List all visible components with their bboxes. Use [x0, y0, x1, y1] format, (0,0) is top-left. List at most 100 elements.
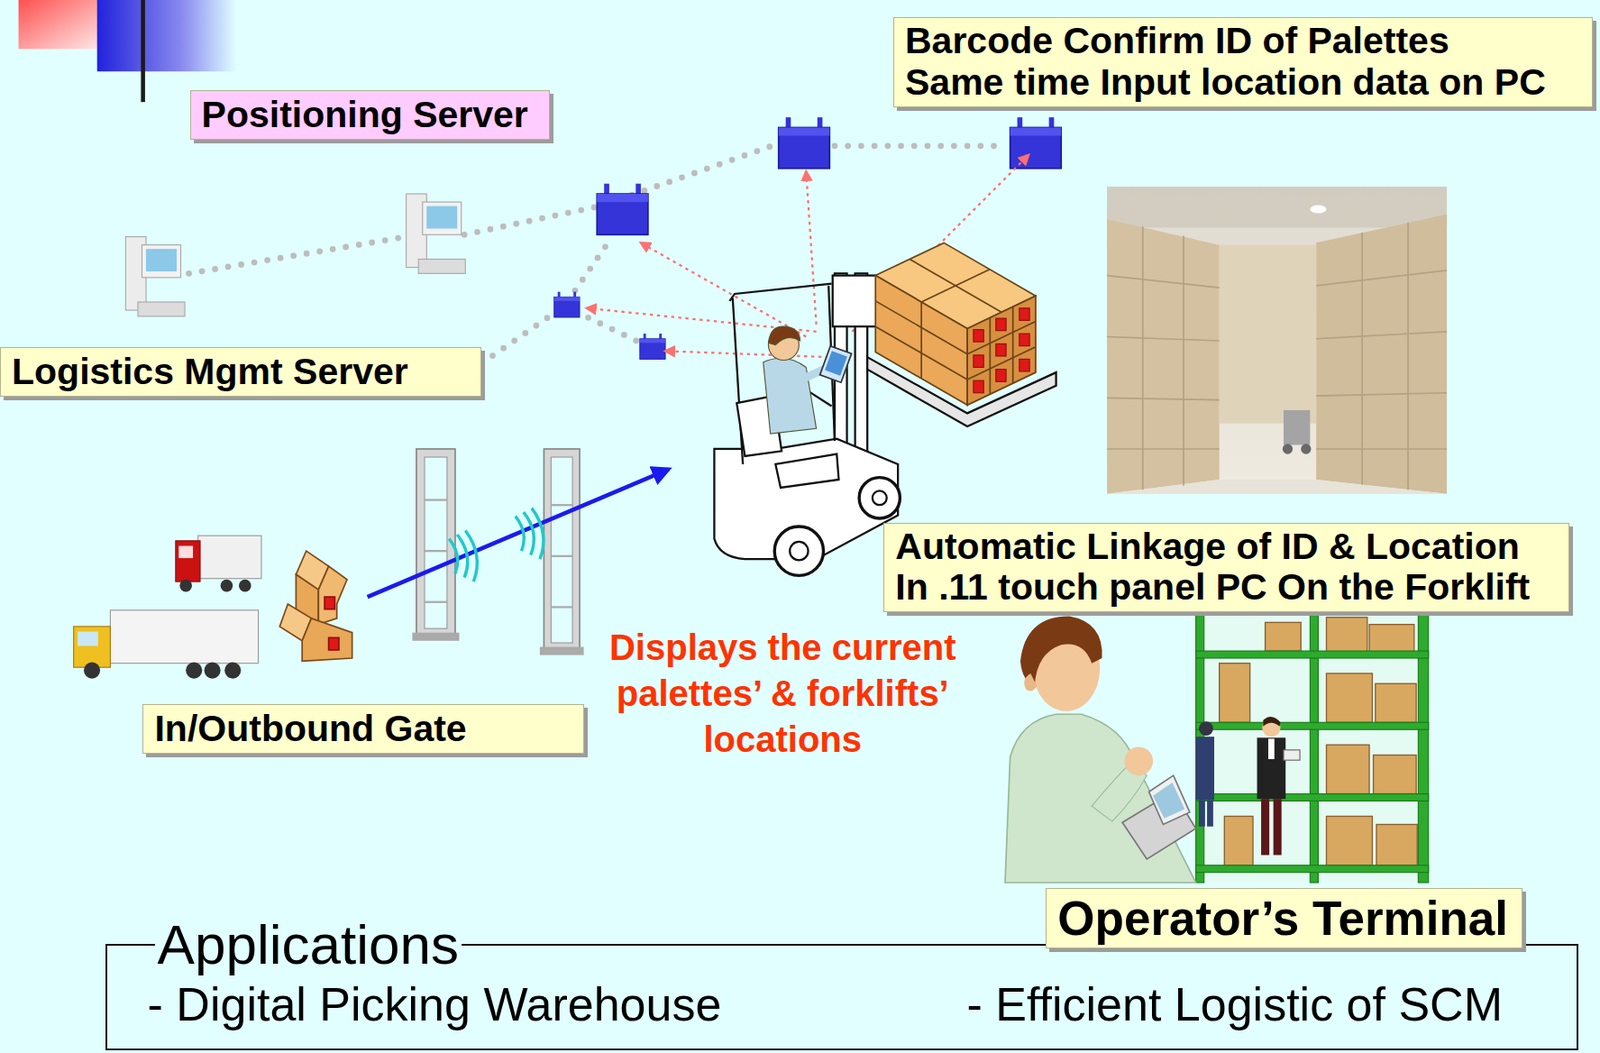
forklift [775, 454, 839, 488]
application-item: - Digital Picking Warehouse [145, 978, 725, 1033]
title-decoration [18, 0, 101, 49]
worker [1257, 737, 1287, 799]
shelving [1196, 794, 1429, 802]
rfid-gate [424, 500, 573, 608]
shelving [1219, 663, 1251, 723]
callout-box: Automatic Linkage of ID & Location In .1… [883, 522, 1570, 613]
parcel [318, 566, 348, 625]
title-decoration [97, 0, 238, 72]
access-point [778, 117, 831, 169]
worker [1261, 798, 1270, 855]
rfid-wave [515, 516, 525, 551]
forklift [774, 526, 823, 576]
forklift [789, 541, 808, 560]
operator [1005, 616, 1197, 883]
operator [1149, 775, 1190, 824]
forklift [729, 283, 832, 302]
shelving [1196, 650, 1429, 659]
touch-panel-pc [824, 350, 848, 375]
truck [73, 535, 262, 678]
callout-text: In/Outbound Gate [154, 707, 573, 750]
shelving [1196, 596, 1429, 883]
shelving [1369, 624, 1415, 653]
truck [83, 662, 101, 679]
box-tag [1019, 333, 1030, 347]
box-tag [973, 308, 1030, 394]
pallet-boxes [921, 269, 990, 302]
truck [73, 626, 111, 668]
truck [179, 579, 192, 593]
truck [204, 662, 221, 679]
server-computer [125, 237, 185, 317]
rfid-gate [550, 605, 573, 608]
worker [1196, 716, 1300, 855]
shelving [1196, 722, 1429, 730]
rfid-wave [531, 508, 544, 560]
pallet-boxes [967, 295, 1036, 405]
parcel [329, 637, 339, 650]
rfid-gate [411, 448, 584, 656]
rfid-gate [424, 498, 448, 501]
pallet-boxes [909, 258, 1002, 312]
shelving [1196, 865, 1429, 873]
callout-text: Logistics Mgmt Server [11, 350, 470, 394]
network-link [834, 142, 1006, 149]
pallet-boxes [1012, 306, 1015, 384]
touch-panel-pc [820, 346, 852, 383]
inbound-arrow [367, 469, 669, 597]
truck [77, 631, 99, 647]
forklift [832, 275, 878, 328]
operator [1124, 746, 1153, 776]
terminal-label-box: Operator’s Terminal [1045, 887, 1523, 949]
shelving [1196, 596, 1429, 883]
box-tag [1019, 358, 1030, 372]
network-link [189, 237, 407, 275]
gate-label-box: In/Outbound Gate [142, 704, 585, 754]
access-point [1010, 117, 1062, 169]
shelving [1373, 755, 1418, 795]
operator [1024, 673, 1037, 692]
box-tag [973, 355, 984, 368]
operator [1020, 616, 1103, 686]
parcel [279, 550, 352, 661]
applications-frame: Applications- Digital Picking Warehouse-… [105, 943, 1579, 1051]
access-point [596, 183, 649, 236]
access-point [554, 292, 580, 318]
forklift [872, 490, 887, 505]
rfid-wave [448, 508, 544, 582]
shelving [1375, 683, 1417, 723]
annotation-text: Displays the current palettes’ & forklif… [584, 624, 981, 763]
shelving [1326, 815, 1373, 865]
rfid-gate [539, 647, 585, 656]
parcel [324, 596, 335, 610]
worker [1283, 749, 1300, 760]
radio-signal [665, 350, 829, 357]
operator [1005, 713, 1197, 883]
server-computer [125, 193, 466, 317]
shelving [1326, 744, 1371, 794]
server-label-box: Positioning Server [190, 90, 550, 140]
rfid-wave [457, 534, 468, 578]
shelving [1265, 621, 1302, 651]
inbound-arrow [367, 469, 669, 597]
shelving [1309, 596, 1318, 883]
parcel [301, 618, 352, 662]
rfid-gate [424, 457, 448, 629]
shelving [1376, 823, 1418, 865]
rfid-gate [424, 549, 448, 552]
worker [1273, 798, 1282, 855]
truck [175, 540, 201, 582]
shelving [1196, 596, 1429, 883]
driver [768, 326, 800, 346]
shelving [1417, 596, 1428, 883]
worker [1268, 738, 1275, 759]
network-link [481, 237, 613, 364]
box-tag [1019, 308, 1030, 321]
application-item: - Efficient Logistic of SCM [964, 978, 1506, 1033]
worker [1198, 721, 1214, 736]
driver [763, 326, 829, 434]
truck [109, 610, 258, 664]
driver [763, 357, 817, 434]
access-point [640, 333, 666, 359]
